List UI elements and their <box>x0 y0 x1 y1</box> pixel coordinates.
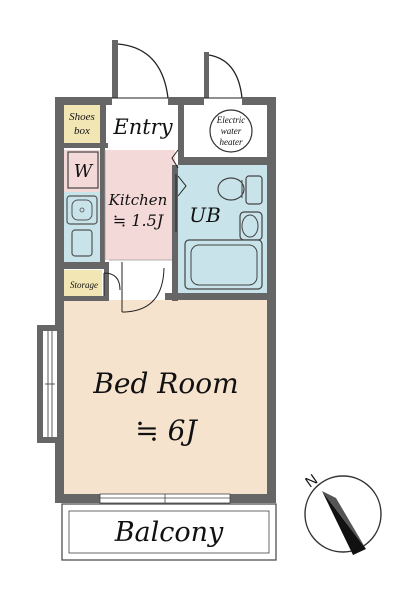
storage-label: Storage <box>70 280 98 290</box>
kitchen-label: Kitchen <box>108 191 168 209</box>
hall-area <box>104 260 167 300</box>
water-heater-label-3: heater <box>220 137 243 147</box>
storage-area <box>64 270 102 296</box>
storage-door[interactable] <box>103 272 121 296</box>
water-heater-label-1: Electric <box>216 115 246 125</box>
interior-walls <box>64 105 267 301</box>
bathtub-icon <box>184 239 263 290</box>
unit-bath-label: UB <box>189 203 221 227</box>
washer-area <box>64 150 102 192</box>
basin-icon <box>239 211 263 241</box>
bath-door[interactable] <box>175 174 187 232</box>
bedroom-size-label: ≒ 6J <box>135 414 198 447</box>
heater-door[interactable] <box>204 52 243 99</box>
water-heater-label-2: water <box>221 126 242 136</box>
bedroom-area <box>64 300 267 494</box>
entry-door[interactable] <box>112 40 169 99</box>
balcony <box>61 503 277 561</box>
water-heater-icon <box>209 109 253 153</box>
bedroom-door[interactable] <box>121 262 165 313</box>
balcony-label: Balcony <box>114 517 224 548</box>
entry-area <box>108 105 178 148</box>
sink <box>66 195 98 257</box>
bay-window <box>37 325 57 443</box>
balcony-window[interactable] <box>99 493 231 504</box>
shoes-box-label-1: Shoes <box>69 111 95 123</box>
kitchen-area <box>104 150 175 260</box>
washer-label: W <box>74 161 94 182</box>
entry-label: Entry <box>112 115 173 139</box>
shoes-box-label-2: box <box>74 125 90 137</box>
compass: N <box>302 471 382 555</box>
washer-box <box>67 151 99 189</box>
bedroom-label: Bed Room <box>92 367 238 400</box>
toilet-icon <box>217 175 263 205</box>
shoes-box-area <box>64 105 100 143</box>
kitchen-arrow <box>171 149 179 169</box>
kitchen-size-label: ≒ 1.5J <box>113 211 165 230</box>
